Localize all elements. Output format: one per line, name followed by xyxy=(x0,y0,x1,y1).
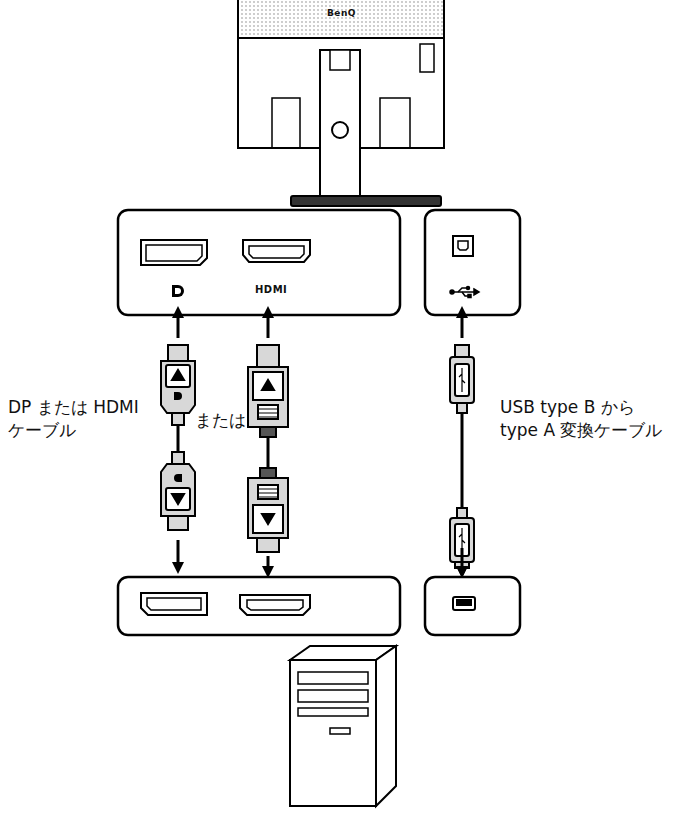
or-label: または xyxy=(194,409,247,432)
pc-usb-panel xyxy=(425,577,520,635)
monitor-port-panel xyxy=(118,210,400,315)
pc-tower xyxy=(290,646,396,806)
hdmi-port xyxy=(243,240,310,262)
pc-usb-a-port xyxy=(453,597,475,610)
cable-label: USB type B から type A 変換ケーブル xyxy=(500,396,670,442)
pc-port-panel xyxy=(118,577,400,635)
usb-cable xyxy=(450,345,474,568)
hdmi-logo: HDMI xyxy=(255,284,287,295)
pc-hdmi-port xyxy=(240,595,310,615)
cable-label: DP または HDMI ケーブル xyxy=(8,396,148,442)
pc-dp-port xyxy=(141,593,207,615)
usb-icon xyxy=(450,287,479,298)
dp-cable xyxy=(161,345,195,530)
hdmi-cable xyxy=(248,345,288,552)
monitor-usb-panel xyxy=(425,210,520,315)
dp-port xyxy=(141,240,207,265)
usb-b-port xyxy=(453,236,473,256)
brand-logo: BenQ xyxy=(327,8,356,18)
dp-icon xyxy=(172,285,184,297)
monitor-stand xyxy=(320,50,360,200)
